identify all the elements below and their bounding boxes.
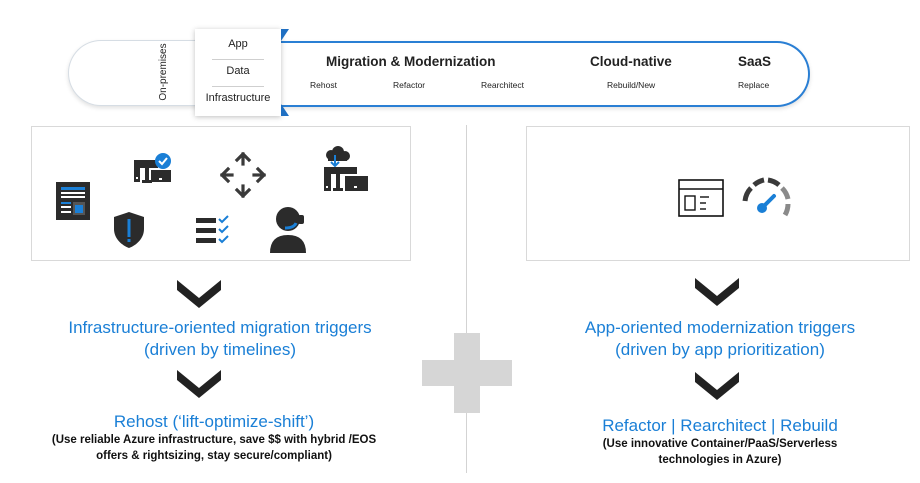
on-premises-label: On-premises	[158, 43, 169, 101]
section-title-migration: Migration & Modernization	[326, 54, 496, 69]
app-window-icon	[678, 179, 724, 217]
chevron-down-icon	[695, 278, 739, 306]
plus-icon	[422, 360, 512, 386]
speedometer-icon	[742, 177, 791, 217]
sub-rehost: Rehost	[310, 80, 337, 90]
sub-rebuild-new: Rebuild/New	[607, 80, 656, 90]
document-report-icon	[56, 182, 90, 220]
stack-item-app: App	[228, 38, 248, 50]
move-arrows-icon	[220, 152, 266, 198]
shield-alert-icon	[114, 212, 144, 248]
section-title-cloud-native: Cloud-native	[590, 54, 672, 69]
monitors-check-icon	[134, 153, 171, 183]
rehost-outcome-note-1: (Use reliable Azure infrastructure, save…	[51, 434, 377, 446]
cloud-download-servers-icon	[324, 146, 368, 191]
sub-replace: Replace	[738, 80, 770, 90]
sub-refactor: Refactor	[393, 80, 426, 90]
cloud-journey-pill	[280, 41, 810, 107]
chevron-down-icon	[177, 280, 221, 308]
stack-divider	[212, 86, 264, 87]
modernize-outcome-note-1: (Use innovative Container/PaaS/Serverles…	[602, 438, 838, 450]
app-icons-panel	[526, 126, 910, 261]
infra-trigger-heading: Infrastructure-oriented migration trigge…	[68, 318, 372, 337]
support-agent-icon	[270, 207, 306, 253]
center-divider	[466, 125, 467, 473]
notch-bottom	[281, 104, 289, 116]
app-trigger-subheading: (driven by app prioritization)	[615, 340, 825, 359]
rehost-outcome-note-2: offers & rightsizing, stay secure/compli…	[96, 450, 332, 462]
notch-top	[281, 29, 289, 41]
infrastructure-icons-panel	[31, 126, 411, 261]
app-trigger-heading: App-oriented modernization triggers	[584, 318, 856, 337]
chevron-down-icon	[177, 370, 221, 398]
section-title-saas: SaaS	[738, 54, 772, 69]
chevron-down-icon	[695, 372, 739, 400]
stack-item-infrastructure: Infrastructure	[205, 92, 271, 104]
workload-stack-box: App Data Infrastructure	[195, 29, 281, 116]
stack-item-data: Data	[226, 65, 250, 77]
rehost-outcome-title: Rehost (‘lift-optimize-shift’)	[113, 412, 315, 431]
stack-divider	[212, 59, 264, 60]
checklist-icon	[196, 215, 229, 244]
infra-trigger-subheading: (driven by timelines)	[143, 340, 297, 359]
modernize-outcome-title: Refactor | Rearchitect | Rebuild	[602, 416, 838, 435]
modernize-outcome-note-2: technologies in Azure)	[658, 454, 782, 466]
sub-rearchitect: Rearchitect	[481, 80, 524, 90]
